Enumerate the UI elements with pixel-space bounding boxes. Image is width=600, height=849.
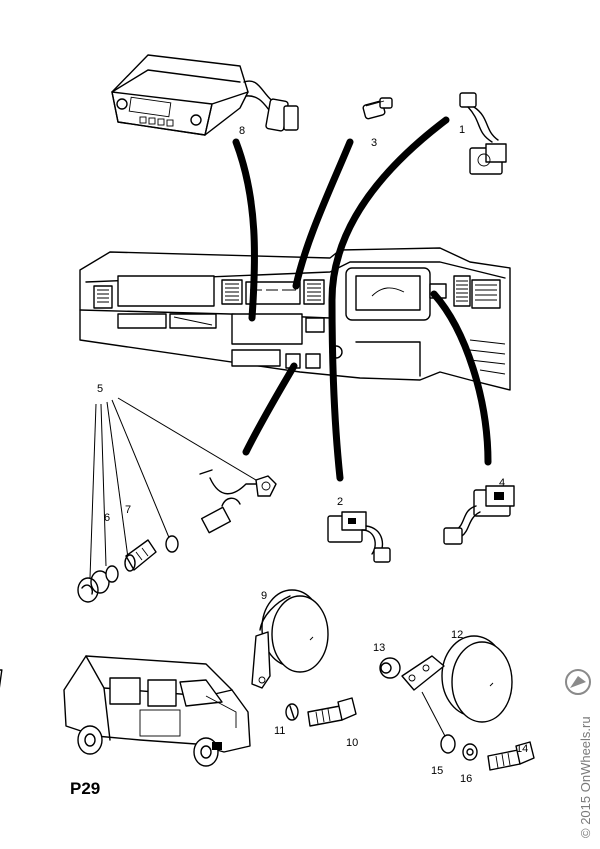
callout-9: 9 [261,590,267,602]
callout-5: 5 [97,383,103,395]
callout-7: 7 [125,504,131,516]
switch-part-4 [443,485,515,545]
callout-labels: 1 2 3 4 5 6 7 8 9 10 11 12 13 14 15 16 [97,124,528,785]
callout-8: 8 [239,125,245,137]
vehicle-silhouette [0,655,251,767]
callout-12: 12 [451,629,463,641]
watermark-text: © 2015 OnWheels.ru [578,716,593,838]
radio-unit [111,54,299,136]
page-reference: P29 [70,779,100,798]
callout-6: 6 [104,512,110,524]
callout-1: 1 [459,124,465,136]
leader-lines [232,116,492,482]
horn-assembly-left [251,589,357,727]
callout-11: 11 [274,725,285,737]
callout-2: 2 [337,496,343,508]
callout-15: 15 [431,765,443,777]
dashboard [79,247,511,391]
switch-part-1 [459,92,507,175]
callout-4: 4 [499,477,505,489]
callout-14: 14 [516,743,528,755]
callout-13: 13 [373,642,385,654]
cigar-lighter-assembly [77,397,277,603]
switch-part-3 [362,97,393,120]
callout-10: 10 [346,737,358,749]
watermark-logo [565,669,591,695]
callout-3: 3 [371,137,377,149]
horn-assembly-right [379,635,535,771]
callout-16: 16 [460,773,472,785]
switch-part-2 [327,511,391,563]
